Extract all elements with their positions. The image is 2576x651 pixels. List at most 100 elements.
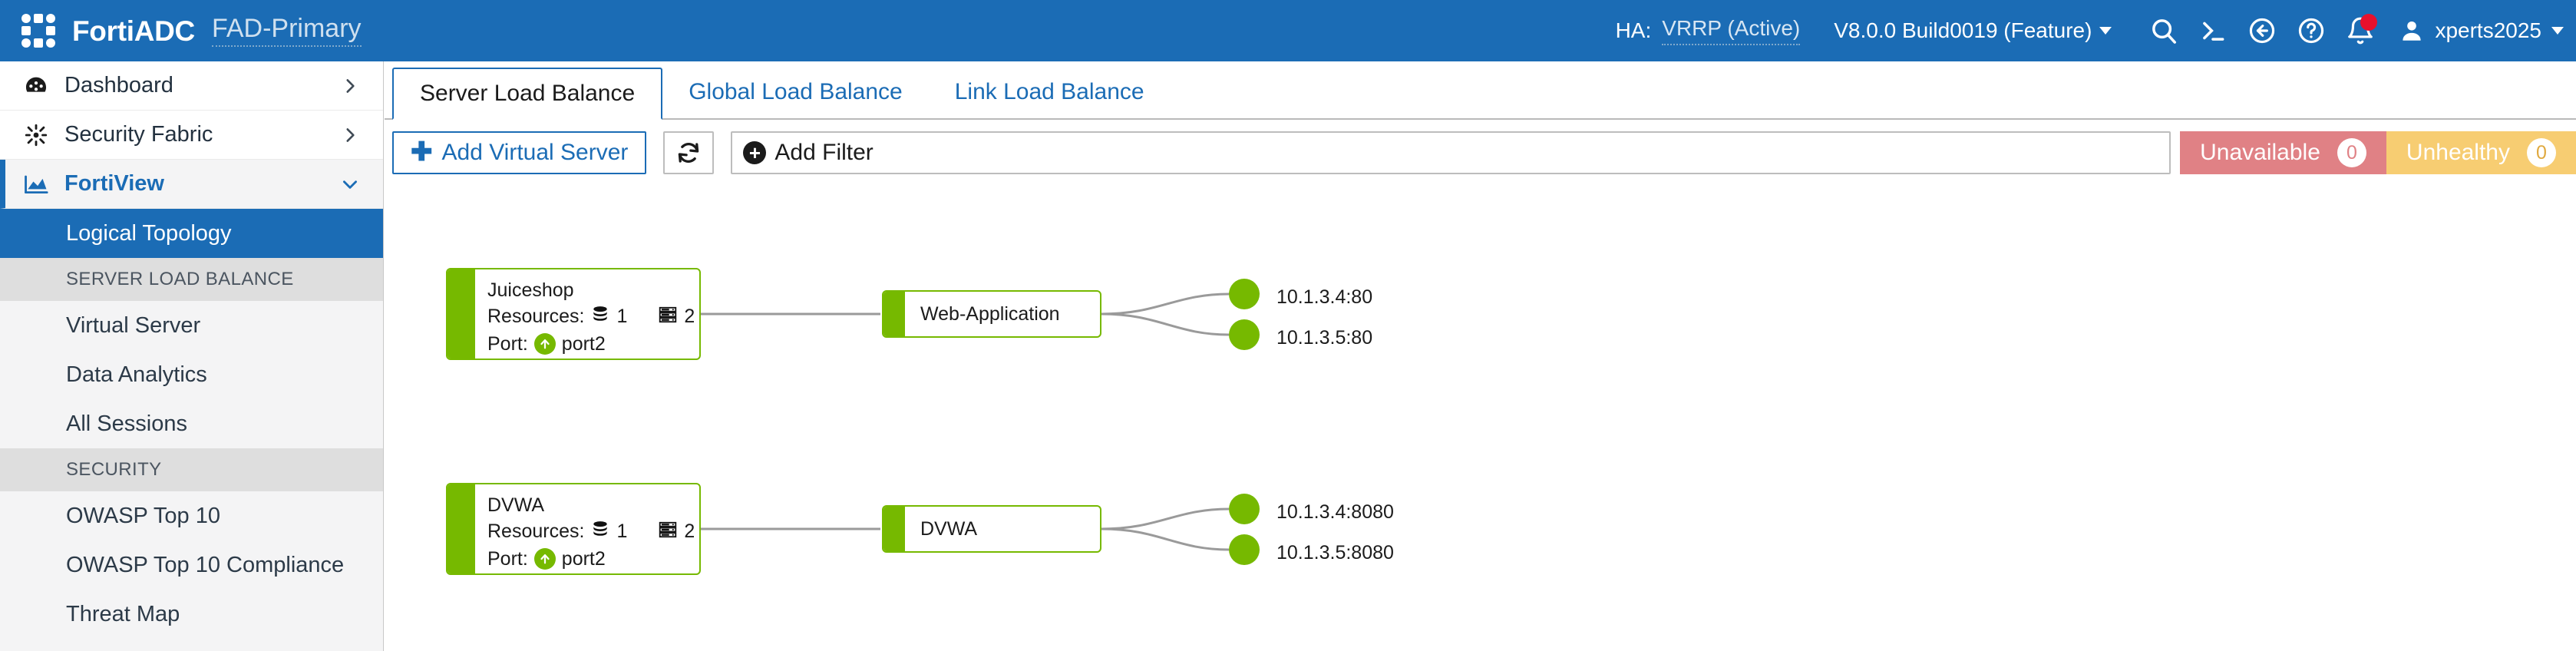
user-menu[interactable]: xperts2025	[2399, 18, 2564, 44]
tab-strip: Server Load Balance Global Load Balance …	[385, 61, 2576, 120]
tab-label: Link Load Balance	[954, 79, 1144, 104]
status-badge-unhealthy[interactable]: Unhealthy 0	[2386, 131, 2576, 174]
sidebar-item-owasp-top-10[interactable]: OWASP Top 10	[0, 491, 383, 540]
sidebar-item-threat-map[interactable]: Threat Map	[0, 590, 383, 639]
port-row: Port: port2	[487, 548, 699, 570]
edge-link	[1101, 507, 1230, 530]
cli-console-icon[interactable]	[2188, 0, 2237, 61]
port-name: port2	[561, 547, 606, 570]
sidebar-item-dashboard[interactable]: Dashboard	[0, 61, 383, 111]
sidebar-item-security-fabric[interactable]: Security Fabric	[0, 111, 383, 160]
status-badge-label: Unavailable	[2200, 140, 2320, 165]
sidebar-section-label: SECURITY	[66, 459, 162, 480]
sidebar-section-security: SECURITY	[0, 448, 383, 491]
sidebar-subitem-label: Threat Map	[66, 601, 180, 626]
database-pool-icon	[590, 520, 610, 544]
device-hostname[interactable]: FAD-Primary	[211, 15, 362, 47]
resources-row: Resources: 1	[487, 520, 699, 544]
edge-link	[1101, 527, 1230, 551]
tab-server-load-balance[interactable]: Server Load Balance	[392, 68, 663, 120]
user-avatar-icon	[2403, 21, 2422, 41]
sidebar-subitem-label: Virtual Server	[66, 312, 201, 338]
sidebar-subitem-label: Data Analytics	[66, 362, 207, 387]
application-name: DVWA	[920, 517, 978, 540]
status-badge-unavailable[interactable]: Unavailable 0	[2180, 131, 2386, 174]
application-node[interactable]: Web-Application	[882, 290, 1101, 338]
node-body: Juiceshop Resources: 1	[475, 269, 699, 359]
sidebar-item-label: Security Fabric	[64, 122, 213, 147]
sidebar-item-owasp-top-10-compliance[interactable]: OWASP Top 10 Compliance	[0, 540, 383, 590]
application-node[interactable]: DVWA	[882, 505, 1101, 553]
tab-global-load-balance[interactable]: Global Load Balance	[662, 66, 929, 118]
sidebar-subitem-label: OWASP Top 10 Compliance	[66, 552, 345, 577]
ha-status-value[interactable]: VRRP (Active)	[1662, 16, 1801, 45]
logical-topology-canvas[interactable]: Juiceshop Resources: 1	[385, 186, 2576, 646]
brand-area: FortiADC FAD-Primary	[0, 14, 362, 48]
real-server-label: 10.1.3.4:8080	[1276, 501, 1394, 523]
add-filter-label: Add Filter	[774, 140, 874, 165]
chevron-down-icon	[2099, 27, 2112, 35]
chevron-down-icon	[340, 174, 383, 194]
ha-label: HA:	[1615, 18, 1652, 42]
sidebar-item-data-analytics[interactable]: Data Analytics	[0, 350, 383, 399]
virtual-server-name: DVWA	[487, 494, 545, 516]
sidebar-item-virtual-server[interactable]: Virtual Server	[0, 301, 383, 350]
virtual-server-name: Juiceshop	[487, 279, 574, 301]
status-badge-count: 0	[2527, 138, 2556, 167]
sidebar-subitem-label: Logical Topology	[66, 220, 232, 246]
username-label: xperts2025	[2435, 18, 2541, 42]
firmware-version-menu[interactable]: V8.0.0 Build0019 (Feature)	[1834, 18, 2112, 43]
firmware-version-label: V8.0.0 Build0019 (Feature)	[1834, 18, 2092, 42]
server-stack-icon	[658, 305, 678, 329]
sidebar-item-label: Dashboard	[64, 73, 173, 97]
resources-label: Resources:	[487, 306, 585, 327]
tab-link-load-balance[interactable]: Link Load Balance	[929, 66, 1171, 118]
sidebar-section-label: SERVER LOAD BALANCE	[66, 269, 294, 289]
header-right-cluster: HA: VRRP (Active) V8.0.0 Build0019 (Feat…	[1616, 0, 2564, 61]
virtual-server-node[interactable]: Juiceshop Resources: 1	[446, 268, 701, 360]
back-arrow-icon[interactable]	[2237, 0, 2287, 61]
product-name: FortiADC	[72, 15, 195, 47]
real-server-label: 10.1.3.5:8080	[1276, 542, 1394, 563]
application-name: Web-Application	[920, 302, 1060, 325]
port-row: Port: port2	[487, 333, 699, 355]
security-fabric-icon	[23, 122, 64, 148]
main-content: Server Load Balance Global Load Balance …	[385, 61, 2576, 651]
help-icon[interactable]	[2287, 0, 2336, 61]
notification-badge-dot	[2360, 14, 2378, 31]
refresh-button[interactable]	[663, 131, 715, 174]
database-pool-icon	[590, 305, 610, 329]
node-status-stripe	[447, 269, 475, 359]
notification-bell-icon[interactable]	[2336, 0, 2385, 61]
top-header-bar: FortiADC FAD-Primary HA: VRRP (Active) V…	[0, 0, 2576, 61]
pool-count: 1	[616, 520, 628, 542]
real-server-dot[interactable]	[1229, 319, 1260, 350]
search-icon[interactable]	[2139, 0, 2188, 61]
chevron-down-icon	[2551, 27, 2564, 35]
topology-edges	[701, 292, 1230, 551]
real-server-dot[interactable]	[1229, 279, 1260, 309]
real-server-label: 10.1.3.5:80	[1276, 327, 1373, 349]
add-virtual-server-button[interactable]: ✚ Add Virtual Server	[392, 131, 647, 174]
real-server-dot[interactable]	[1229, 494, 1260, 524]
filter-bar[interactable]: + Add Filter	[731, 131, 2171, 174]
real-server-dot[interactable]	[1229, 534, 1260, 565]
refresh-icon	[679, 143, 699, 163]
resources-label: Resources:	[487, 520, 585, 542]
resources-row: Resources: 1	[487, 305, 699, 329]
sidebar-item-all-sessions[interactable]: All Sessions	[0, 399, 383, 448]
sidebar-item-logical-topology[interactable]: Logical Topology	[0, 209, 383, 258]
real-server-label: 10.1.3.4:80	[1276, 286, 1373, 308]
port-label: Port:	[487, 332, 528, 355]
add-filter-button[interactable]: + Add Filter	[732, 140, 883, 166]
edge-link	[1101, 292, 1230, 316]
sidebar-item-fortiview[interactable]: FortiView	[0, 160, 383, 209]
action-toolbar: ✚ Add Virtual Server + Add Filter Unava	[385, 120, 2576, 186]
sidebar-subitem-label: OWASP Top 10	[66, 503, 220, 528]
status-badge-label: Unhealthy	[2406, 140, 2510, 165]
port-up-arrow-icon	[533, 548, 556, 570]
virtual-server-node[interactable]: DVWA Resources: 1	[446, 483, 701, 575]
port-label: Port:	[487, 547, 528, 570]
server-count: 2	[684, 306, 695, 327]
